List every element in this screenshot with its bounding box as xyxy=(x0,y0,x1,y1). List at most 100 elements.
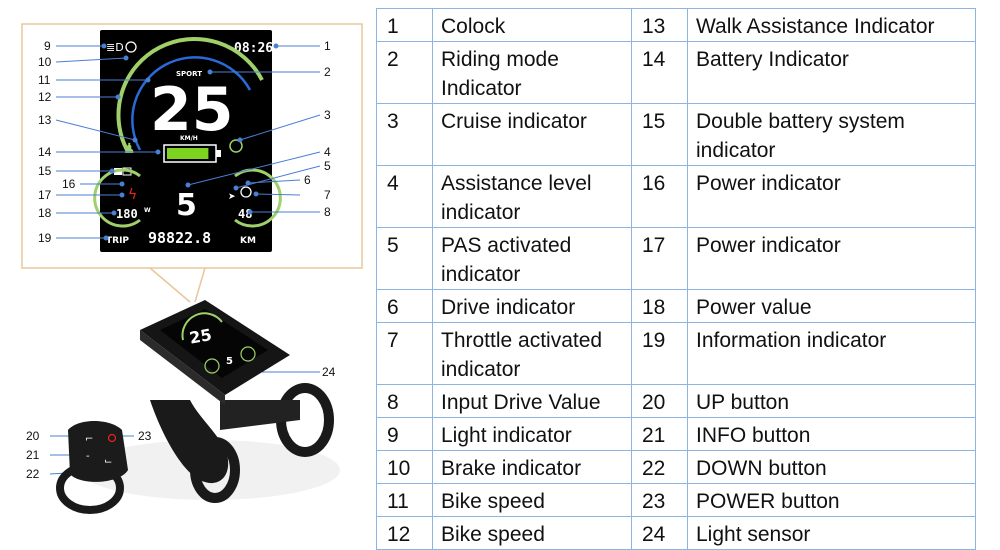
callout-6: 6 xyxy=(304,173,311,187)
callout-20: 20 xyxy=(26,429,40,443)
callout-23: 23 xyxy=(138,429,152,443)
legend-label: PAS activated indicator xyxy=(432,227,632,290)
legend-number: 12 xyxy=(376,516,433,550)
power-bolt-icon: ϟ xyxy=(128,187,137,203)
speed-unit: KM/H xyxy=(180,135,198,142)
legend-label: Cruise indicator xyxy=(432,103,632,166)
callout-22: 22 xyxy=(26,467,40,481)
callout-9: 9 xyxy=(44,39,51,53)
legend-number: 9 xyxy=(376,417,433,451)
riding-mode-text: SPORT xyxy=(176,70,202,78)
callout-11: 11 xyxy=(38,73,51,87)
legend-label: Double battery system indicator xyxy=(687,103,976,166)
legend-label: Drive indicator xyxy=(432,289,632,323)
legend-number: 18 xyxy=(631,289,688,323)
legend-label: Bike speed xyxy=(432,483,632,517)
trip-unit: KM xyxy=(240,236,256,246)
legend-label: Walk Assistance Indicator xyxy=(687,8,976,42)
legend-number: 2 xyxy=(376,41,433,104)
legend-number: 5 xyxy=(376,227,433,290)
callout-24: 24 xyxy=(322,365,336,379)
device-diagram: ≣D 08:26 SPORT 25 KM/H ♟ ϟ 180 W 5 xyxy=(21,23,363,514)
legend-number: 3 xyxy=(376,103,433,166)
trip-value: 98822.8 xyxy=(148,229,211,247)
zoom-pointer-left xyxy=(149,267,191,303)
zoom-pointer-right xyxy=(194,267,206,303)
callout-17: 17 xyxy=(38,188,52,202)
legend-number: 8 xyxy=(376,384,433,418)
legend-label: Bike speed xyxy=(432,516,632,550)
remote-up-icon[interactable]: ⌐ xyxy=(85,434,93,445)
legend-number: 6 xyxy=(376,289,433,323)
legend-label: Brake indicator xyxy=(432,450,632,484)
legend-label: Information indicator xyxy=(687,322,976,385)
power-gauge-arc xyxy=(93,168,141,228)
legend-number: 4 xyxy=(376,165,433,228)
remote-down-icon[interactable]: ⌙ xyxy=(104,456,112,467)
legend-label: Colock xyxy=(432,8,632,42)
cruise-indicator-icon xyxy=(229,139,243,153)
callout-10: 10 xyxy=(38,55,52,69)
legend-number: 1 xyxy=(376,8,433,42)
legend-label: Power indicator xyxy=(687,165,976,228)
mini-speed-arc xyxy=(181,312,223,341)
callout-1: 1 xyxy=(324,39,331,53)
speed-value: 25 xyxy=(150,75,234,145)
callout-3: 3 xyxy=(324,108,331,122)
speed-arc-outer xyxy=(116,37,264,151)
legend-label: Assistance level indicator xyxy=(432,165,632,228)
legend-number: 10 xyxy=(376,450,433,484)
legend-label: DOWN button xyxy=(687,450,976,484)
remote-power-icon[interactable] xyxy=(107,433,117,443)
walk-assist-icon: ♟ xyxy=(123,141,136,157)
callout-5: 5 xyxy=(324,159,331,173)
legend-number: 14 xyxy=(631,41,688,104)
legend-label: INFO button xyxy=(687,417,976,451)
legend-number: 22 xyxy=(631,450,688,484)
callout-8: 8 xyxy=(324,205,331,219)
legend-number: 7 xyxy=(376,322,433,385)
speed-arc-inner xyxy=(131,56,252,151)
legend-label: POWER button xyxy=(687,483,976,517)
callout-numbers: 9 10 11 12 13 14 15 16 17 18 19 1 2 3 4 … xyxy=(26,39,336,481)
zoom-frame xyxy=(21,23,363,269)
legend-label: Battery Indicator xyxy=(687,41,976,104)
remote-info-icon[interactable]: - xyxy=(86,451,90,462)
clock-text: 08:26 xyxy=(234,41,273,56)
legend-label: Input Drive Value xyxy=(432,384,632,418)
legend-number: 15 xyxy=(631,103,688,166)
callout-19: 19 xyxy=(38,231,52,245)
legend-label: Light indicator xyxy=(432,417,632,451)
legend-number: 16 xyxy=(631,165,688,228)
legend-label: Light sensor xyxy=(687,516,976,550)
battery-fill xyxy=(167,148,209,159)
light-indicator-icon: ≣D xyxy=(106,41,124,54)
callout-4: 4 xyxy=(324,145,331,159)
pas-indicator-icon: ➤ xyxy=(228,192,236,202)
legend-label: Throttle activated indicator xyxy=(432,322,632,385)
device-photo: 25 5 ⌐ - ⌙ xyxy=(56,300,340,514)
callout-7: 7 xyxy=(324,188,331,202)
mini-speed-value: 25 xyxy=(188,325,213,348)
callout-14: 14 xyxy=(38,145,52,159)
legend-label: Riding mode Indicator xyxy=(432,41,632,104)
power-value: 180 xyxy=(116,207,138,221)
callout-16: 16 xyxy=(62,177,76,191)
callout-13: 13 xyxy=(38,113,52,127)
callout-21: 21 xyxy=(26,448,40,462)
legend-label: Power indicator xyxy=(687,227,976,290)
legend-number: 19 xyxy=(631,322,688,385)
legend-number: 21 xyxy=(631,417,688,451)
